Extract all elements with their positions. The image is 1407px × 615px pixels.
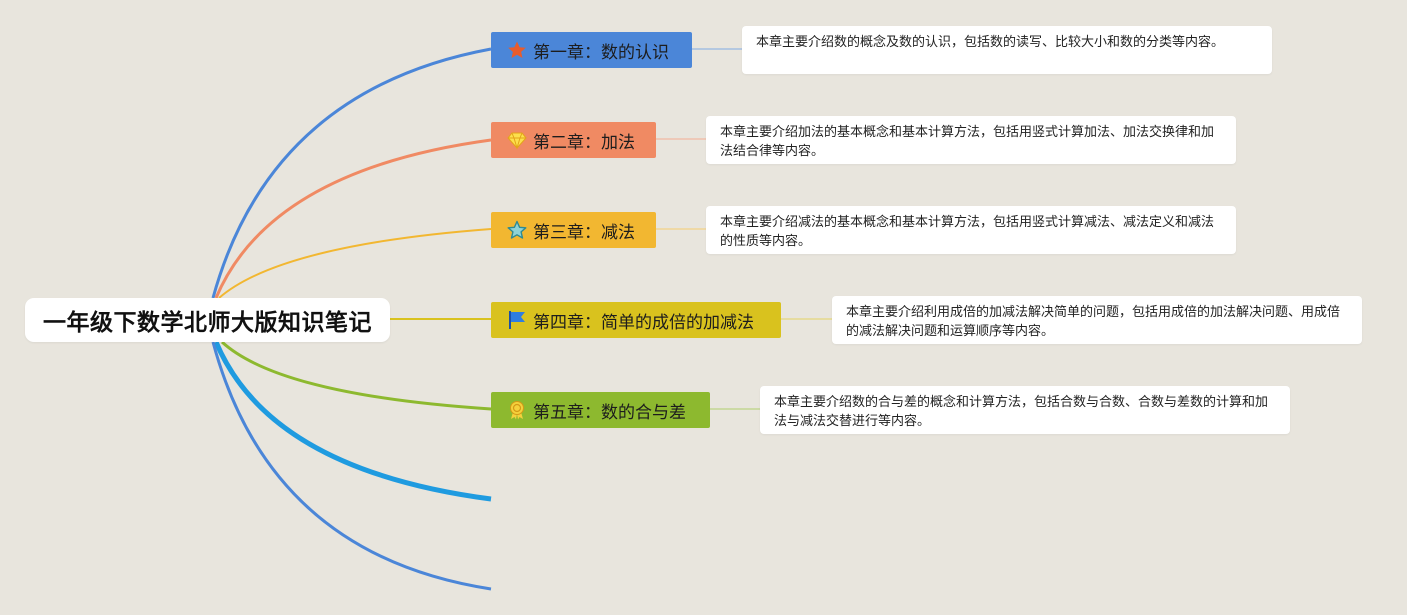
- branch-line-6: [213, 341, 492, 502]
- root-topic-label: 一年级下数学北师大版知识笔记: [43, 310, 372, 336]
- topic-chapter-5[interactable]: 第五章：数的合与差: [491, 392, 710, 428]
- note-text: 本章主要介绍加法的基本概念和基本计算方法，包括用竖式计算加法、加法交换律和加法结…: [720, 125, 1215, 159]
- note-text: 本章主要介绍数的合与差的概念和计算方法，包括合数与合数、合数与差数的计算和加法与…: [774, 395, 1269, 429]
- flag-icon: [507, 310, 527, 330]
- branch-line-3: [218, 228, 492, 299]
- note-chapter-4[interactable]: 本章主要介绍利用成倍的加减法解决简单的问题，包括用成倍的加法解决问题、用成倍的减…: [832, 296, 1362, 344]
- diamond-icon: [507, 130, 527, 150]
- star-outline-icon: [507, 220, 527, 240]
- topic-label: 第一章：数的认识: [533, 42, 669, 63]
- branch-line-5: [220, 340, 492, 411]
- topic-label: 第三章：减法: [533, 222, 635, 243]
- note-chapter-1[interactable]: 本章主要介绍数的概念及数的认识，包括数的读写、比较大小和数的分类等内容。: [742, 26, 1272, 74]
- branch-line-1: [211, 47, 492, 299]
- note-text: 本章主要介绍减法的基本概念和基本计算方法，包括用竖式计算减法、减法定义和减法的性…: [720, 215, 1215, 249]
- topic-label: 第五章：数的合与差: [533, 402, 686, 423]
- branch-line-2: [214, 138, 492, 299]
- medal-icon: [507, 400, 527, 420]
- topic-label: 第二章：加法: [533, 132, 635, 153]
- topic-chapter-2[interactable]: 第二章：加法: [491, 122, 656, 158]
- note-chapter-3[interactable]: 本章主要介绍减法的基本概念和基本计算方法，包括用竖式计算减法、减法定义和减法的性…: [706, 206, 1236, 254]
- root-topic[interactable]: 一年级下数学北师大版知识笔记: [25, 298, 390, 342]
- branch-line-7: [211, 341, 492, 591]
- note-text: 本章主要介绍利用成倍的加减法解决简单的问题，包括用成倍的加法解决问题、用成倍的减…: [846, 305, 1341, 339]
- star-icon: [507, 40, 527, 60]
- topic-chapter-4[interactable]: 第四章：简单的成倍的加减法: [491, 302, 781, 338]
- note-chapter-2[interactable]: 本章主要介绍加法的基本概念和基本计算方法，包括用竖式计算加法、加法交换律和加法结…: [706, 116, 1236, 164]
- note-text: 本章主要介绍数的概念及数的认识，包括数的读写、比较大小和数的分类等内容。: [756, 35, 1225, 50]
- topic-chapter-1[interactable]: 第一章：数的认识: [491, 32, 692, 68]
- note-chapter-5[interactable]: 本章主要介绍数的合与差的概念和计算方法，包括合数与合数、合数与差数的计算和加法与…: [760, 386, 1290, 434]
- topic-chapter-3[interactable]: 第三章：减法: [491, 212, 656, 248]
- topic-label: 第四章：简单的成倍的加减法: [533, 312, 754, 333]
